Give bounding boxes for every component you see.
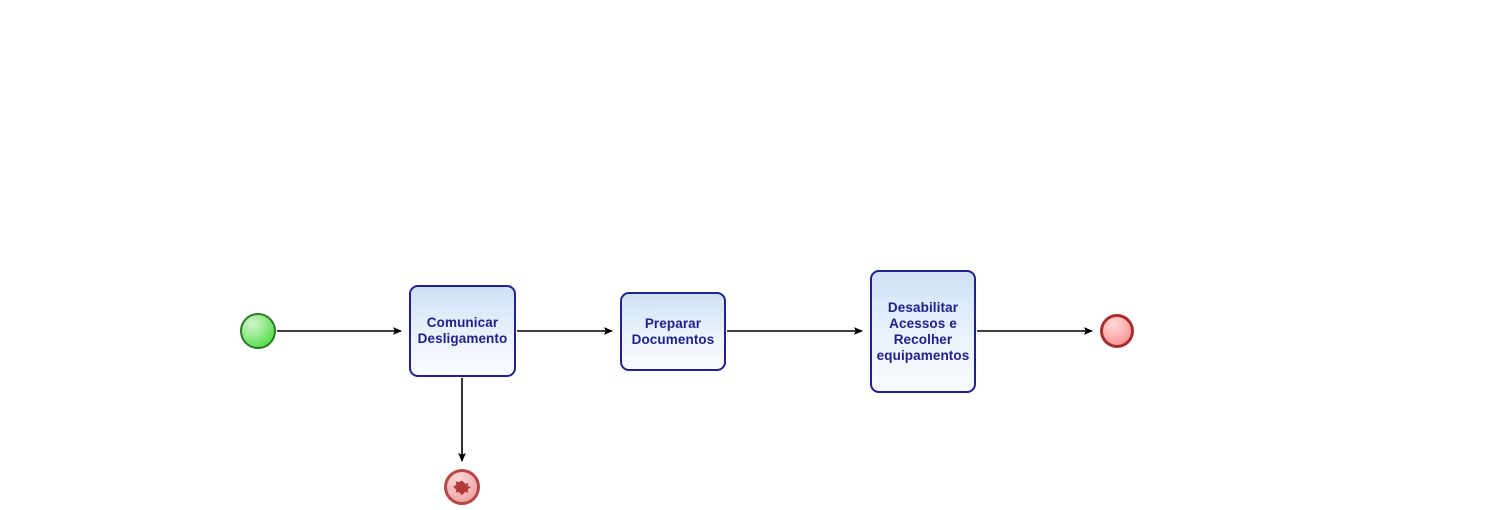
- end-event[interactable]: [1100, 314, 1134, 348]
- task-comunicar-desligamento[interactable]: Comunicar Desligamento: [409, 285, 516, 377]
- task-desabilitar-acessos-recolher-equipamentos[interactable]: Desabilitar Acessos e Recolher equipamen…: [870, 270, 976, 393]
- cancel-end-event[interactable]: [444, 469, 480, 505]
- task-preparar-documentos[interactable]: Preparar Documentos: [620, 292, 726, 371]
- cancel-x-icon: [453, 480, 471, 496]
- task-comunicar-desligamento-label: Comunicar Desligamento: [417, 315, 508, 346]
- task-desabilitar-acessos-label: Desabilitar Acessos e Recolher equipamen…: [876, 299, 970, 363]
- task-preparar-documentos-label: Preparar Documentos: [631, 315, 715, 347]
- start-event[interactable]: [240, 313, 276, 349]
